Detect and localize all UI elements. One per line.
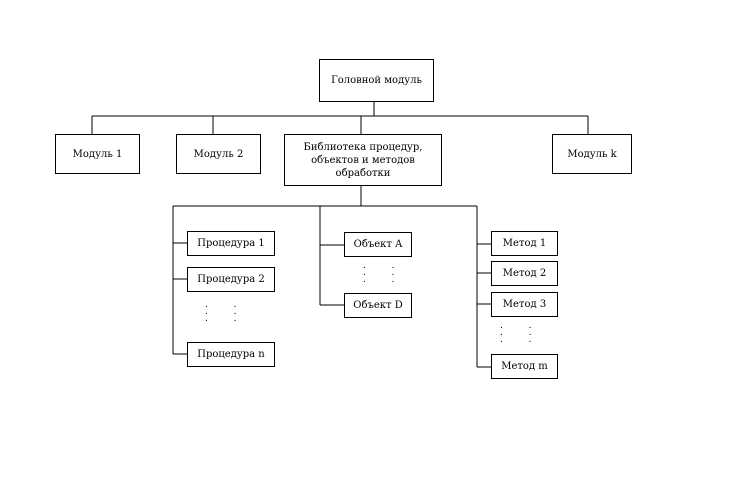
method-node: Метод 2 <box>491 261 558 286</box>
module-node-label: Модуль k <box>567 148 617 160</box>
ellipsis-marks: . . . . . . <box>205 300 237 324</box>
method-node-label: Метод 1 <box>502 238 547 249</box>
procedure-node-label: Процедура n <box>197 349 265 360</box>
object-node-label: Объект D <box>353 300 403 311</box>
library-node-label: Библиотека процедур, объектов и методов … <box>303 141 423 179</box>
object-node: Объект D <box>344 293 412 318</box>
method-node-label: Метод 2 <box>502 268 547 279</box>
module-node-label: Модуль 2 <box>193 148 244 160</box>
procedure-node-label: Процедура 1 <box>197 238 265 249</box>
module-node-label: Модуль 1 <box>72 148 123 160</box>
module-node: Модуль 1 <box>55 134 140 174</box>
ellipsis-marks: . . . . . . <box>500 321 532 345</box>
procedure-node: Процедура n <box>187 342 275 367</box>
module-node: Модуль 2 <box>176 134 261 174</box>
method-node-label: Метод 3 <box>502 299 547 310</box>
procedure-node: Процедура 2 <box>187 267 275 292</box>
root-node-label: Головной модуль <box>331 75 422 86</box>
object-node-label: Объект A <box>353 239 403 250</box>
ellipsis-marks: . . . . . . <box>363 261 395 285</box>
method-node: Метод 1 <box>491 231 558 256</box>
method-node-label: Метод m <box>501 361 548 372</box>
library-node: Библиотека процедур, объектов и методов … <box>284 134 442 186</box>
procedure-node-label: Процедура 2 <box>197 274 265 285</box>
procedure-node: Процедура 1 <box>187 231 275 256</box>
root-node: Головной модуль <box>319 59 434 102</box>
method-node: Метод m <box>491 354 558 379</box>
method-node: Метод 3 <box>491 292 558 317</box>
object-node: Объект A <box>344 232 412 257</box>
module-node: Модуль k <box>552 134 632 174</box>
